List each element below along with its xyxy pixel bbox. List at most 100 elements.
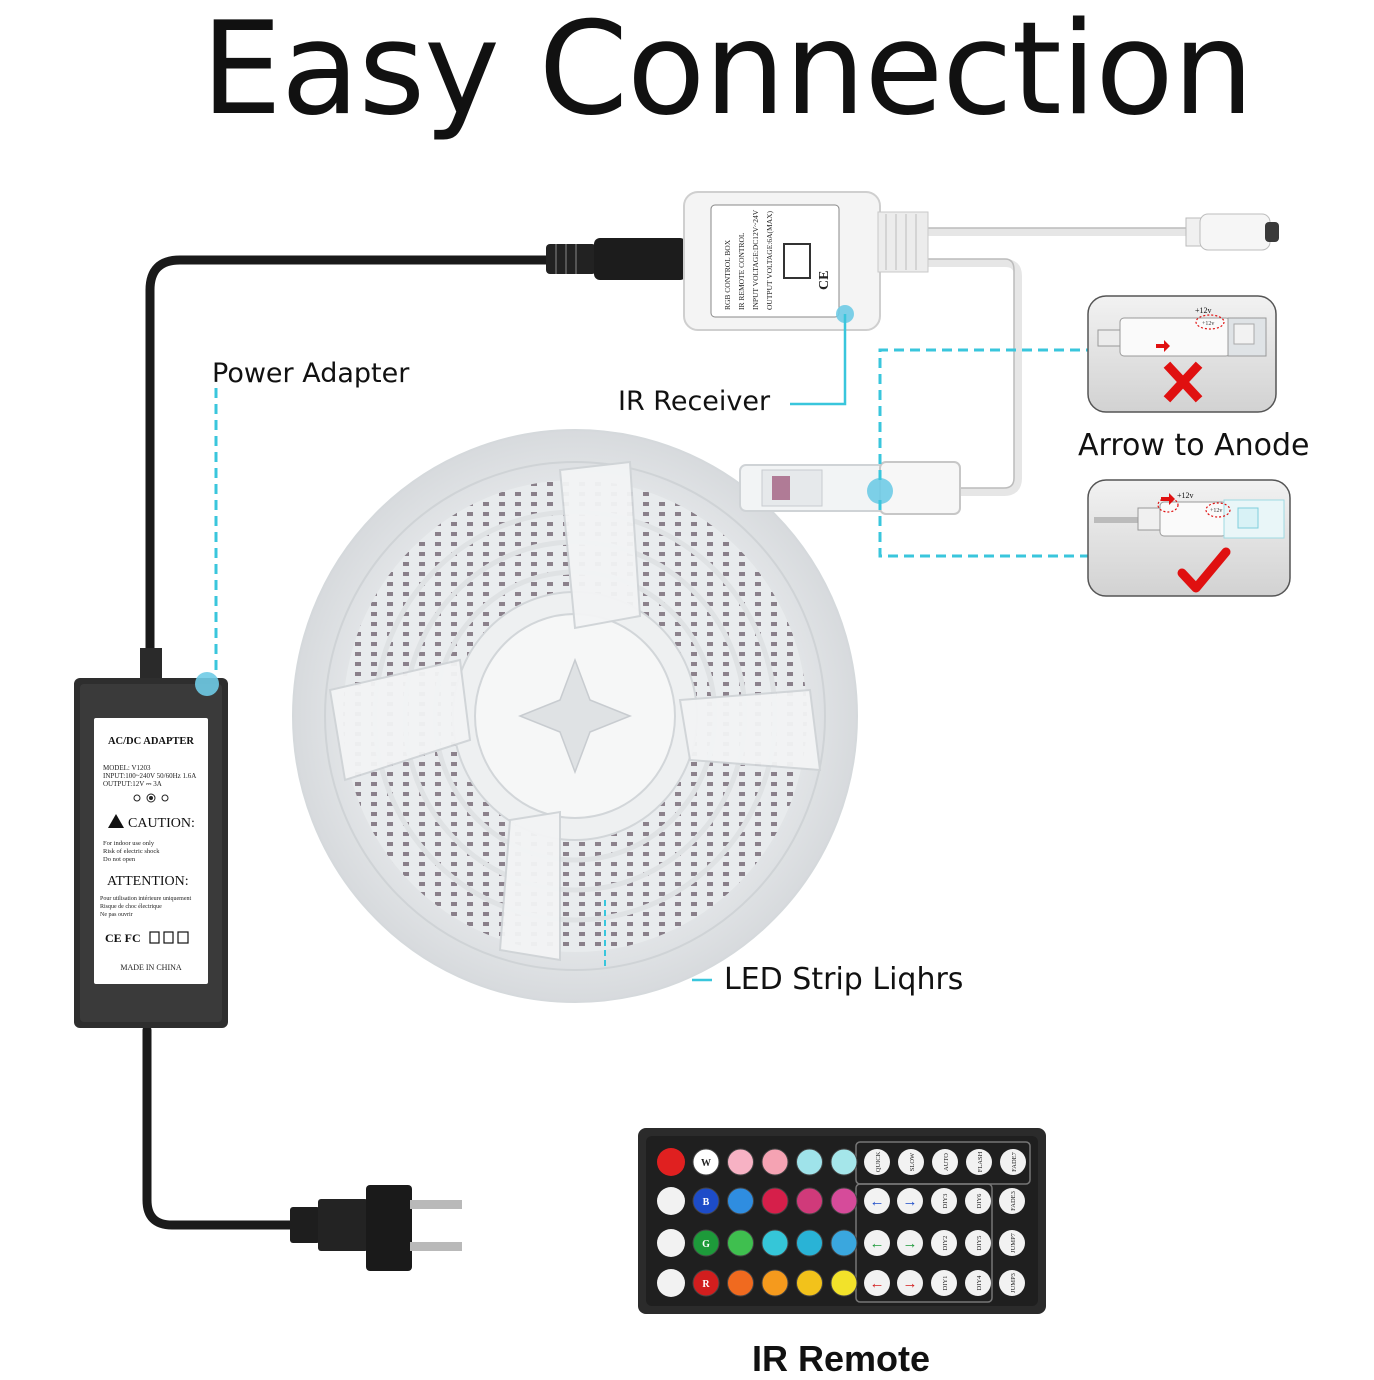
- remote-arrow-icon: →: [903, 1236, 918, 1252]
- remote-color-button[interactable]: [692, 1269, 720, 1297]
- polarity-icon: [133, 793, 169, 803]
- arrow-icon: [1161, 493, 1175, 505]
- remote-color-button[interactable]: [761, 1148, 789, 1176]
- check-icon: [1177, 547, 1231, 593]
- arrow-icon: [1156, 340, 1170, 352]
- led-strip-end: [739, 461, 961, 515]
- remote-speed-button[interactable]: [864, 1188, 890, 1214]
- adapter-attention-line: Ne pas ouvrir: [100, 912, 133, 918]
- remote-speed-button[interactable]: [897, 1188, 923, 1214]
- remote-mode-button[interactable]: [898, 1149, 924, 1175]
- remote-color-button[interactable]: [727, 1148, 754, 1176]
- power-adapter-label: Power Adapter: [212, 358, 410, 389]
- remote-color-button[interactable]: [727, 1269, 754, 1297]
- adapter-input: INPUT:100~240V 50/60Hz 1.6A: [103, 772, 196, 780]
- remote-color-button[interactable]: [830, 1187, 858, 1215]
- remote-color-button[interactable]: [761, 1229, 789, 1257]
- power-adapter: AC/DC ADAPTER MODEL: V1203 INPUT:100~240…: [74, 648, 228, 1028]
- remote-diy-button[interactable]: [999, 1230, 1025, 1256]
- power-cable: [142, 255, 553, 1230]
- adapter-heading: AC/DC ADAPTER: [108, 736, 194, 747]
- remote-color-button[interactable]: [830, 1229, 858, 1257]
- remote-diy-button[interactable]: [999, 1270, 1025, 1296]
- remote-color-button[interactable]: [692, 1187, 720, 1215]
- receiver-callout: [790, 314, 847, 406]
- arrow-to-anode-label: Arrow to Anode: [1078, 428, 1310, 463]
- anode-right-small: +12v: [1210, 508, 1222, 514]
- remote-mode-label: FLASH: [977, 1151, 984, 1172]
- anode-right-panel: +12v +12v: [1087, 479, 1291, 597]
- led-strip-label: LED Strip Liqhrs: [724, 962, 964, 997]
- receiver-text-line: OUTPUT VOLTAGE:6A(MAX): [765, 210, 774, 310]
- remote-color-button[interactable]: [796, 1148, 823, 1176]
- remote-diy-label: DIY5: [976, 1236, 983, 1251]
- remote-mode-button[interactable]: [966, 1149, 992, 1175]
- remote-play-pause-button[interactable]: [657, 1187, 685, 1215]
- remote-diy-label: JUMP3: [1010, 1273, 1017, 1293]
- remote-color-button[interactable]: [796, 1229, 823, 1257]
- dc-barrel-connector: [546, 238, 686, 280]
- remote-diy-button[interactable]: [931, 1230, 957, 1256]
- remote-color-button[interactable]: [692, 1148, 720, 1176]
- remote-diy-button[interactable]: [931, 1188, 957, 1214]
- remote-diy-button[interactable]: [931, 1270, 957, 1296]
- remote-side-label: R: [702, 1279, 710, 1290]
- remote-speed-button[interactable]: [864, 1270, 890, 1296]
- callout-lines: [214, 348, 1090, 670]
- adapter-caution: CAUTION:: [128, 816, 195, 831]
- remote-mode-button[interactable]: [864, 1149, 890, 1175]
- remote-diy-label: DIY6: [976, 1193, 983, 1209]
- adapter-attention-line: Pour utilisation intérieure uniquement: [100, 896, 191, 902]
- remote-color-button[interactable]: [727, 1187, 754, 1215]
- remote-arrow-icon: ←: [870, 1194, 885, 1210]
- adapter-caution-line: For indoor use only: [103, 840, 155, 847]
- remote-side-label: B: [703, 1197, 710, 1208]
- remote-diy-label: DIY3: [942, 1194, 949, 1209]
- remote-color-button[interactable]: [796, 1269, 823, 1297]
- anode-wrong-panel: +12v +12v: [1087, 295, 1277, 413]
- remote-mode-button[interactable]: [932, 1149, 958, 1175]
- adapter-output: OUTPUT:12V ⎓ 3A: [103, 780, 162, 788]
- remote-side-label: W: [701, 1158, 711, 1169]
- remote-speed-button[interactable]: [897, 1230, 923, 1256]
- adapter-model: MODEL: V1203: [103, 764, 151, 772]
- remote-power-button[interactable]: [657, 1148, 685, 1176]
- remote-diy-button[interactable]: [965, 1188, 991, 1214]
- remote-color-button[interactable]: [796, 1187, 823, 1215]
- remote-color-button[interactable]: [761, 1187, 789, 1215]
- cert-icons: [149, 931, 189, 944]
- remote-color-button[interactable]: [692, 1229, 720, 1257]
- remote-diy-label: DIY1: [942, 1276, 949, 1291]
- remote-mode-label: QUICK: [875, 1151, 882, 1172]
- remote-brightness-down-button[interactable]: [657, 1269, 685, 1297]
- remote-brightness-up-button[interactable]: [657, 1229, 685, 1257]
- receiver-output-cable: [922, 228, 1194, 496]
- remote-diy-button[interactable]: [999, 1188, 1025, 1214]
- remote-mode-label: SLOW: [909, 1152, 916, 1171]
- adapter-attention: ATTENTION:: [107, 874, 189, 889]
- receiver-text-line: IR REMOTE CONTROL: [737, 232, 746, 310]
- remote-diy-button[interactable]: [965, 1270, 991, 1296]
- remote-color-button[interactable]: [761, 1269, 789, 1297]
- adapter-made-in: MADE IN CHINA: [120, 963, 182, 972]
- adapter-caution-line: Risk of electric shock: [103, 848, 160, 855]
- remote-mode-label: AUTO: [943, 1153, 950, 1171]
- warning-icon: [108, 814, 124, 828]
- remote-color-button[interactable]: [830, 1148, 858, 1176]
- remote-color-button[interactable]: [830, 1269, 858, 1297]
- remote-mode-label: FADE7: [1011, 1151, 1018, 1171]
- ir-receiver-label: IR Receiver: [618, 386, 771, 417]
- remote-mode-button[interactable]: [1000, 1149, 1026, 1175]
- remote-diy-button[interactable]: [965, 1230, 991, 1256]
- remote-arrow-icon: ←: [870, 1236, 885, 1252]
- strip-connection-dot: [867, 478, 893, 504]
- page-title: Easy Connection: [201, 0, 1254, 144]
- remote-diy-label: JUMP7: [1010, 1232, 1017, 1253]
- receiver-text-line: INPUT VOLTAGE:DC12V~24V: [751, 209, 760, 310]
- remote-speed-button[interactable]: [897, 1270, 923, 1296]
- remote-arrow-icon: ←: [870, 1276, 885, 1292]
- remote-speed-button[interactable]: [864, 1230, 890, 1256]
- remote-color-button[interactable]: [727, 1229, 754, 1257]
